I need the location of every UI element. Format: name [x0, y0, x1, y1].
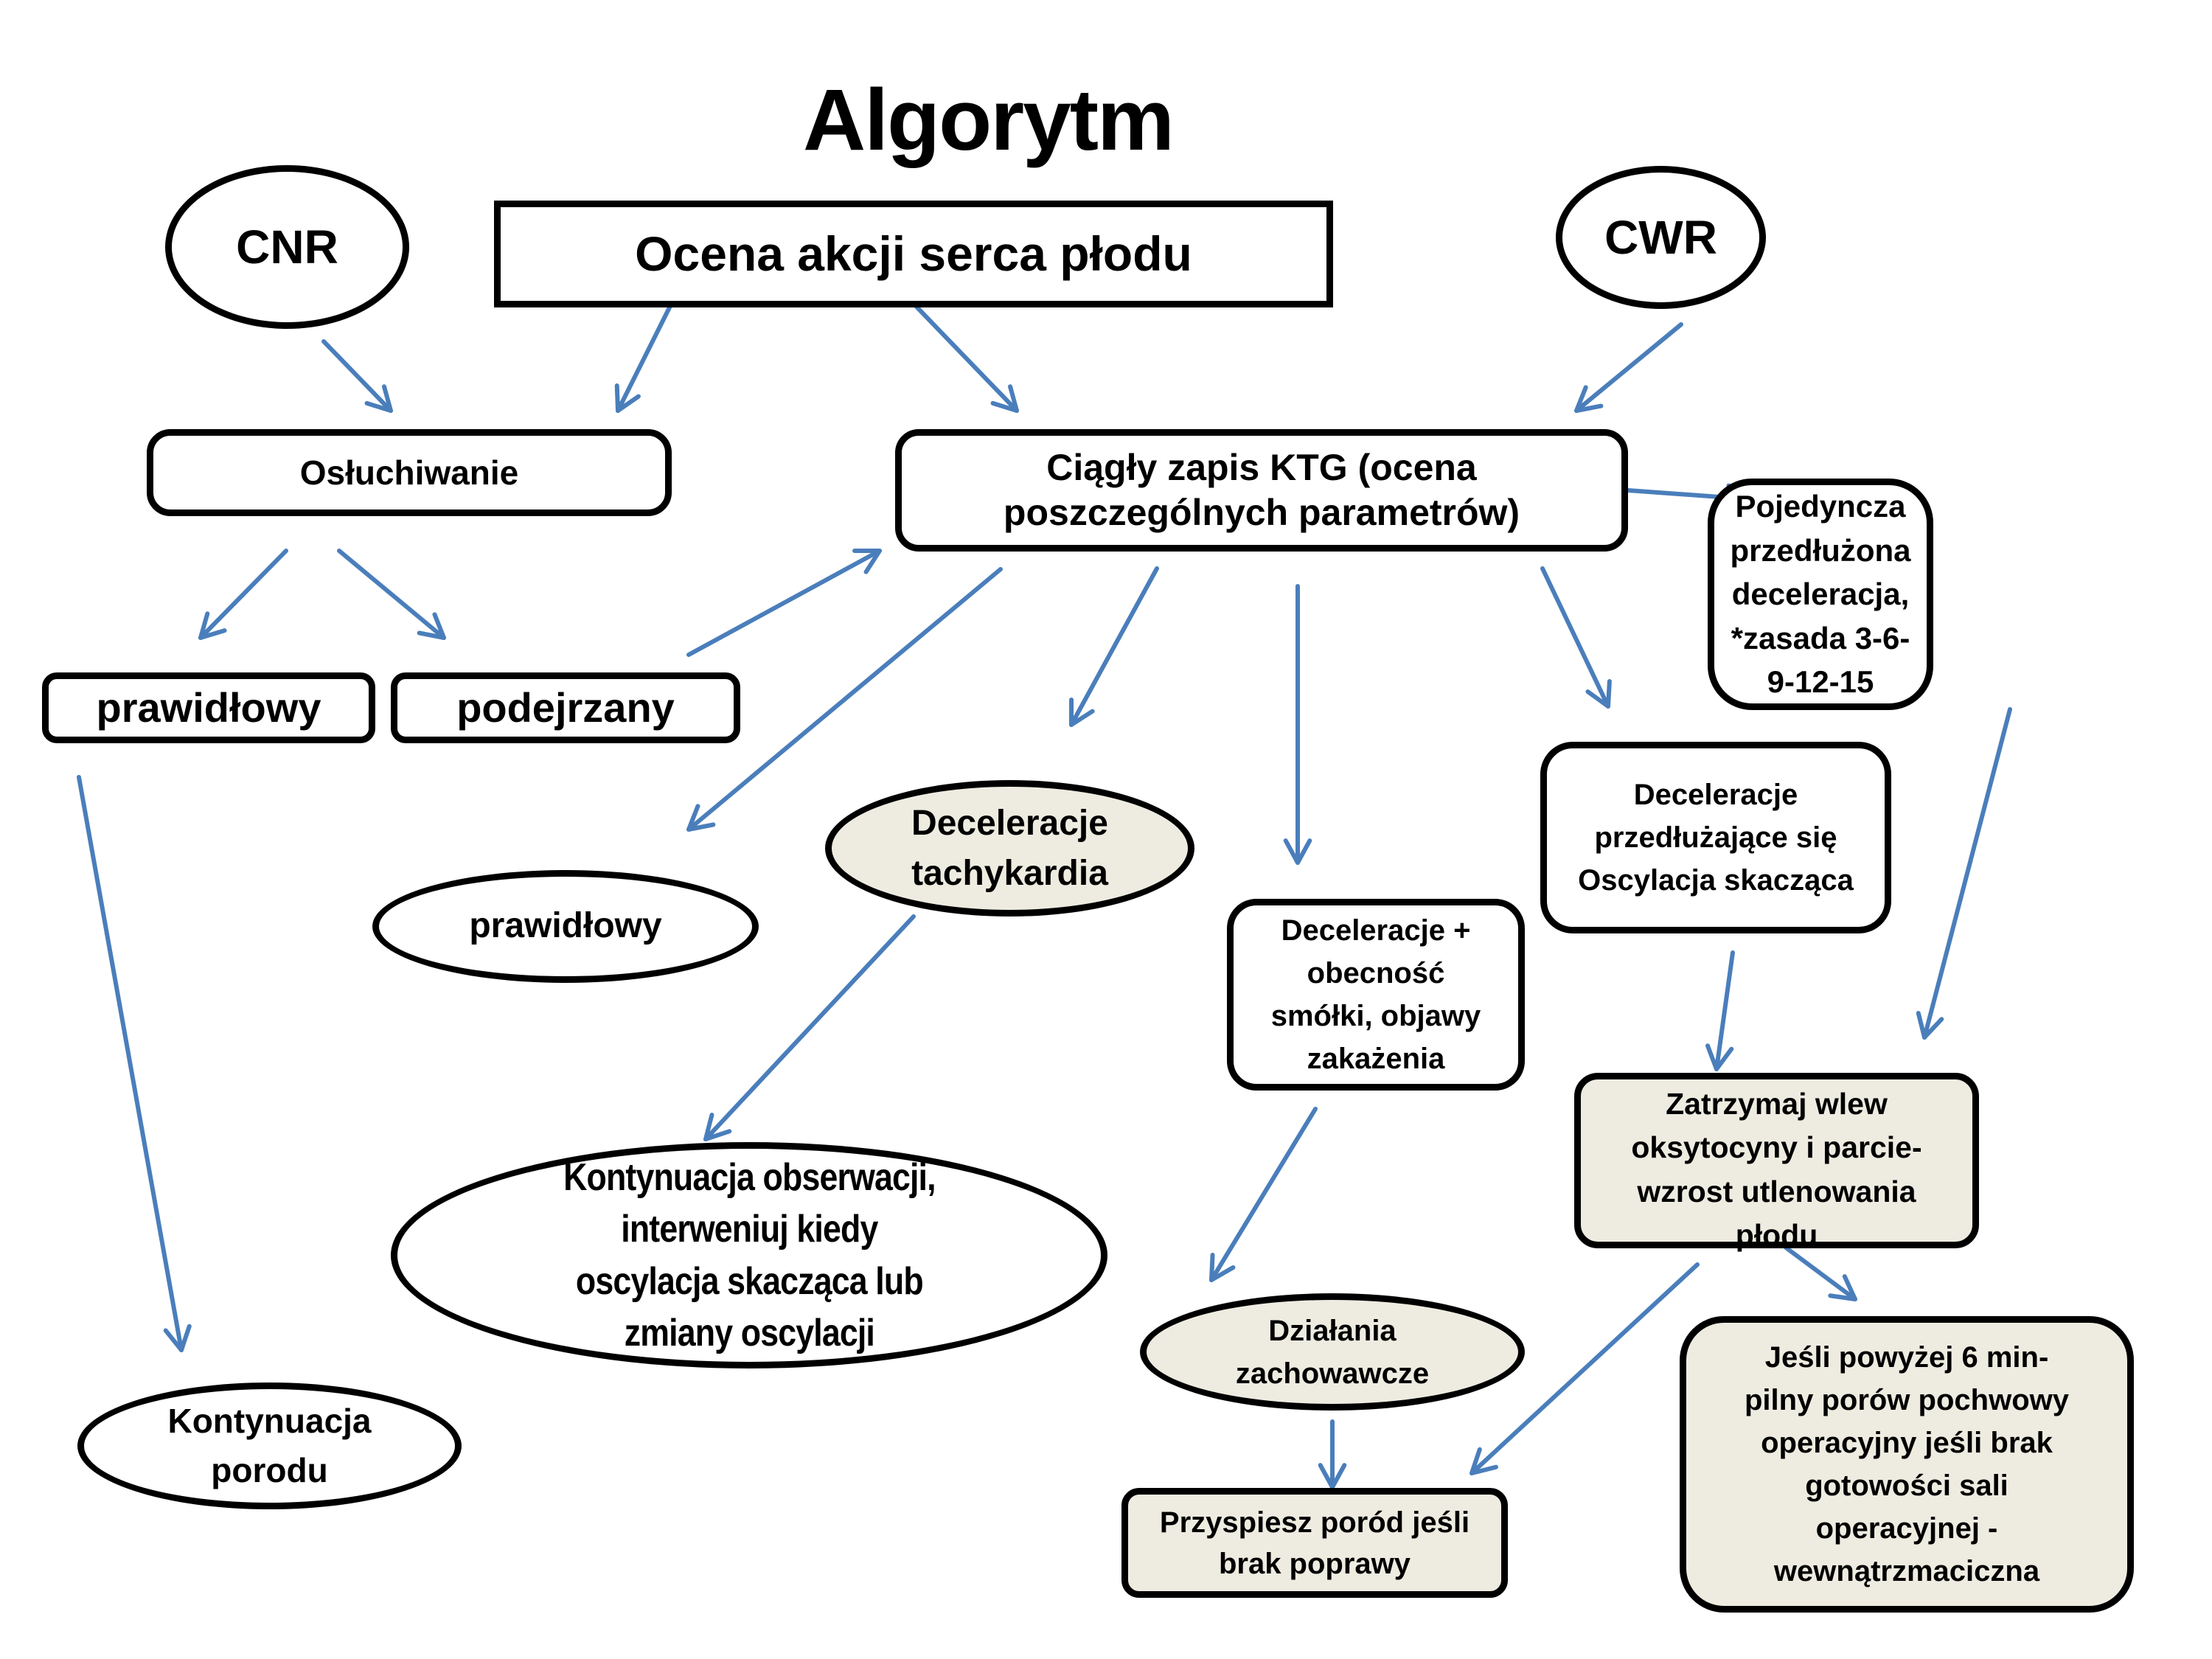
arrowhead-icon [1318, 1463, 1347, 1489]
node-decel-tachy-label: Deceleracje tachykardia [911, 804, 1108, 893]
node-ocena-label: Ocena akcji serca płodu [635, 226, 1192, 282]
arrowhead-icon [686, 804, 716, 832]
connector-cnr-to-osluchiwanie [321, 339, 393, 413]
node-ktg-label: Ciągły zapis KTG (ocena poszczególnych p… [1003, 447, 1520, 533]
connector-podejrzany-to-ktg [686, 549, 882, 657]
node-przyspiesz-porod[interactable]: Przyspiesz poród jeśli brak poprawy [1121, 1488, 1508, 1598]
node-kontynuacja-porodu[interactable]: Kontynuacja porodu [77, 1382, 462, 1509]
arrowhead-icon [1574, 385, 1604, 413]
diagram-title: Algorytm [803, 72, 1175, 169]
node-podejrzany-label: podejrzany [456, 684, 675, 731]
node-deceleracje-przedluzajace[interactable]: Deceleracje przedłużające się Oscylacja … [1540, 742, 1891, 933]
node-pojedyncza-deceleracja[interactable]: Pojedyncza przedłużona deceleracja, *zas… [1708, 479, 1933, 710]
node-kontynuacja-porodu-label: Kontynuacja porodu [167, 1402, 372, 1489]
connector-pojedyncza-to-zatrzymaj [1922, 707, 2012, 1040]
node-kontynuacja-obserwacji-label: Kontynuacja obserwacji, interweniuj kied… [563, 1156, 936, 1354]
arrowhead-icon [1470, 1447, 1498, 1475]
connector-ktg-to-decel_przedluzajace [1540, 566, 1610, 709]
arrowhead-icon [1069, 698, 1095, 727]
node-prawidlowy-box-label: prawidłowy [96, 684, 321, 731]
node-prawidlowy-ellipse-label: prawidłowy [469, 906, 662, 946]
node-ocena-akcji-serca[interactable]: Ocena akcji serca płodu [494, 201, 1333, 307]
arrowhead-icon [1585, 679, 1612, 709]
connector-ktg-to-decel_tachy [1069, 566, 1159, 727]
node-osluchiwanie-label: Osłuchiwanie [299, 453, 519, 492]
arrowhead-icon [364, 384, 393, 413]
arrowhead-icon [1916, 1011, 1944, 1040]
node-jesli-powyzej-6-min[interactable]: Jeśli powyżej 6 min- pilny porów pochwow… [1680, 1316, 2134, 1613]
node-pojedyncza-label: Pojedyncza przedłużona deceleracja, *zas… [1730, 488, 1911, 700]
node-cwr[interactable]: CWR [1556, 166, 1766, 309]
arrowhead-icon [1283, 838, 1312, 865]
arrowhead-icon [1828, 1274, 1857, 1301]
connector-decel_przedluzajace-to-zatrzymaj [1714, 950, 1735, 1071]
connector-decel_smolki-to-dzialania [1209, 1107, 1318, 1282]
node-decel-smolki-label: Deceleracje + obecność smółki, objawy za… [1270, 914, 1481, 1075]
arrowhead-icon [990, 384, 1019, 413]
node-ciagly-zapis-ktg[interactable]: Ciągły zapis KTG (ocena poszczególnych p… [895, 429, 1628, 552]
connector-ocena-to-osluchiwanie [616, 304, 672, 413]
node-deceleracje-tachykardia[interactable]: Deceleracje tachykardia [825, 780, 1194, 917]
arrowhead-icon [614, 383, 641, 413]
node-zatrzymaj-label: Zatrzymaj wlew oksytocyny i parcie- wzro… [1631, 1087, 1922, 1253]
node-cwr-label: CWR [1604, 210, 1717, 264]
node-jesli-label: Jeśli powyżej 6 min- pilny porów pochwow… [1745, 1341, 2069, 1587]
node-cnr[interactable]: CNR [165, 165, 409, 329]
arrowhead-icon [1705, 1043, 1734, 1071]
node-zatrzymaj-wlew[interactable]: Zatrzymaj wlew oksytocyny i parcie- wzro… [1574, 1073, 1979, 1252]
arrowhead-icon [852, 548, 882, 574]
node-prawidlowy-box[interactable]: prawidłowy [42, 672, 375, 743]
node-podejrzany[interactable]: podejrzany [391, 672, 740, 743]
connector-osluchiwanie-to-podejrzany [337, 549, 446, 640]
arrowhead-icon [703, 1113, 732, 1141]
node-dzialania-label: Działania zachowawcze [1235, 1314, 1430, 1390]
node-decel-przedluzajace-label: Deceleracje przedłużające się Oscylacja … [1578, 779, 1854, 897]
node-dzialania-zachowawcze[interactable]: Działania zachowawcze [1140, 1293, 1525, 1411]
node-osluchiwanie[interactable]: Osłuchiwanie [147, 429, 672, 516]
connector-osluchiwanie-to-prawidlowy_box [198, 549, 288, 640]
node-deceleracje-smolki[interactable]: Deceleracje + obecność smółki, objawy za… [1227, 899, 1525, 1091]
arrowhead-icon [417, 612, 446, 640]
connector-cwr-to-ktg [1574, 322, 1683, 413]
node-kontynuacja-obserwacji[interactable]: Kontynuacja obserwacji, interweniuj kied… [391, 1142, 1107, 1368]
node-cnr-label: CNR [236, 220, 338, 274]
arrowhead-icon [198, 611, 227, 640]
arrowhead-icon [163, 1324, 192, 1352]
connector-prawidlowy_box-to-kontynuacja_porodu [77, 775, 184, 1352]
connector-ocena-to-ktg [914, 304, 1019, 413]
node-przyspiesz-label: Przyspiesz poród jeśli brak poprawy [1159, 1506, 1470, 1580]
arrowhead-icon [1209, 1253, 1236, 1282]
node-prawidlowy-ellipse[interactable]: prawidłowy [372, 870, 759, 983]
